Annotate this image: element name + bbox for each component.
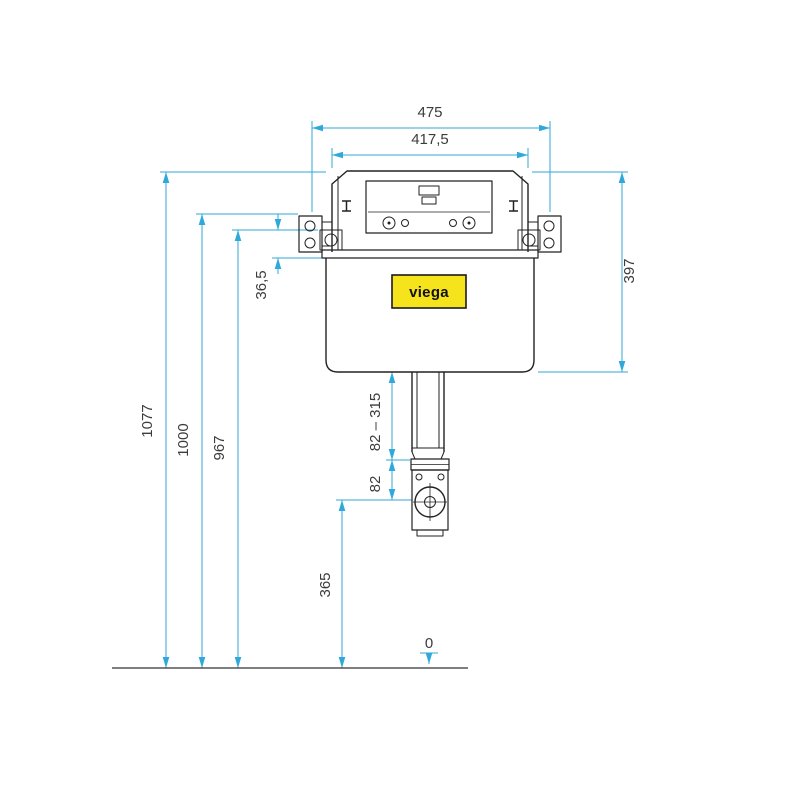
frame-head — [331, 170, 529, 252]
tank-bracket-left — [319, 229, 343, 251]
tank-body — [325, 258, 535, 373]
mounting-plate-right — [537, 215, 562, 253]
viega-logo: viega — [391, 274, 467, 309]
dim-floor-reference-label: 0 — [425, 635, 433, 652]
tank-bracket-right — [517, 229, 541, 251]
dim-overall-height-label: 1077 — [139, 404, 156, 437]
dimension-lines — [162, 124, 626, 668]
mounting-plate-left — [298, 215, 323, 253]
viega-logo-box — [391, 274, 467, 309]
dim-frame-width-label: 417,5 — [411, 131, 449, 148]
dim-top-width-label: 475 — [417, 104, 442, 121]
dim-lid-depth-label: 36,5 — [253, 270, 270, 299]
dim-outlet-height-label: 365 — [317, 572, 334, 597]
tank-lid — [321, 249, 539, 259]
section-mark-right — [509, 200, 518, 212]
dimension-single-arrows — [274, 214, 433, 664]
section-mark-left — [342, 200, 351, 212]
dim-frame-height-label: 397 — [621, 258, 638, 283]
dim-mid-height-label: 1000 — [175, 423, 192, 456]
dim-outlet-offset-label: 82 — [367, 476, 384, 493]
cistern-outline — [298, 170, 562, 537]
dim-tank-top-height-label: 967 — [211, 435, 228, 460]
dim-flush-pipe-range-label: 82 – 315 — [367, 393, 384, 451]
viega-logo-text: viega — [409, 284, 449, 301]
dimension-extension-lines — [160, 121, 628, 654]
flush-unit-box — [365, 180, 493, 234]
dimension-labels: 475 417,5 397 36,5 1077 1000 967 82 – 31… — [139, 104, 638, 652]
